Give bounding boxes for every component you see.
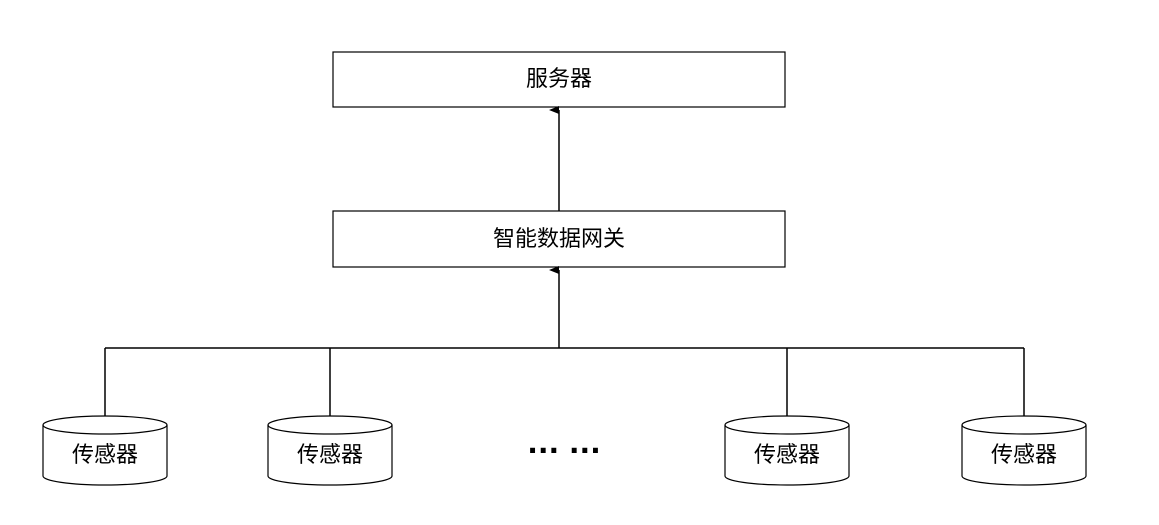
gateway-label: 智能数据网关 [493,227,625,252]
sensor-node: 传感器 [267,415,393,486]
sensor-node: 传感器 [961,415,1087,486]
sensor-label: 传感器 [297,443,363,468]
sensor-label: 传感器 [72,443,138,468]
server-label: 服务器 [526,67,592,92]
gateway-node: 智能数据网关 [332,210,786,268]
server-node: 服务器 [332,51,786,108]
sensor-node: 传感器 [724,415,850,486]
sensor-label: 传感器 [754,443,820,468]
sensor-node: 传感器 [42,415,168,486]
ellipsis-more-sensors: ··· ··· [527,434,601,467]
sensor-label: 传感器 [991,443,1057,468]
gateway-box [332,210,786,268]
server-box [332,51,786,108]
